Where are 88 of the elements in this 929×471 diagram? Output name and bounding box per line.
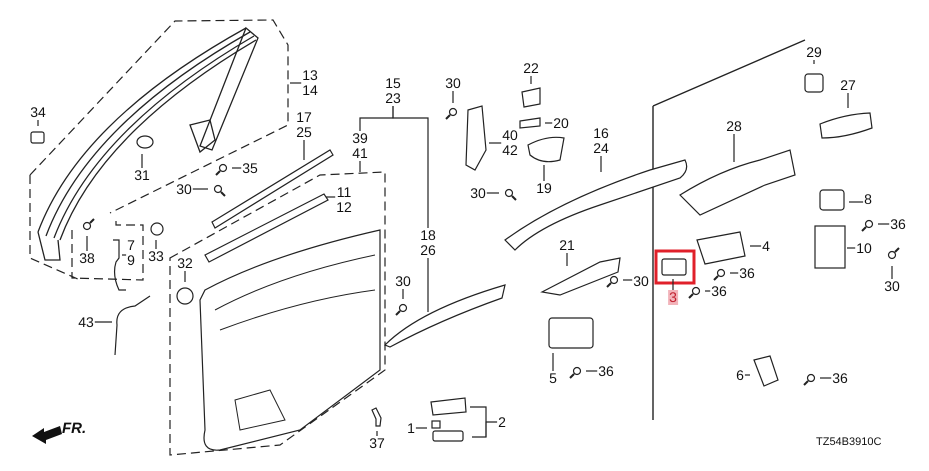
leader-line bbox=[545, 122, 552, 124]
leader-line bbox=[232, 167, 242, 169]
leader-line bbox=[878, 223, 890, 225]
leader-line bbox=[847, 93, 849, 108]
leader-line bbox=[730, 272, 738, 274]
callout-number: 30 bbox=[883, 279, 901, 294]
leader-line bbox=[623, 279, 632, 281]
callout-number: 21 bbox=[558, 238, 576, 253]
leader-line bbox=[489, 142, 502, 144]
callout-number: 37 bbox=[368, 436, 386, 451]
leader-line bbox=[486, 192, 499, 194]
callout-number: 30 bbox=[175, 182, 193, 197]
callout-number: 20 bbox=[552, 116, 570, 131]
leader-line bbox=[552, 353, 554, 371]
callout-number: 19 bbox=[535, 181, 553, 196]
leader-line bbox=[122, 254, 126, 256]
leader-line bbox=[37, 120, 39, 126]
leader-line bbox=[376, 431, 378, 436]
callout-number: 43 bbox=[77, 315, 95, 330]
callout-number: 36 bbox=[738, 266, 756, 281]
leader-line bbox=[472, 421, 498, 438]
leader-line bbox=[359, 161, 361, 172]
callout-number: 1 bbox=[406, 421, 416, 436]
leader-line bbox=[672, 279, 674, 290]
callout-number: 34 bbox=[29, 105, 47, 120]
direction-label: FR. bbox=[62, 420, 86, 437]
callout-number: 18 26 bbox=[419, 228, 437, 258]
callout-number: 29 bbox=[805, 45, 823, 60]
leader-line bbox=[543, 165, 545, 181]
leader-line bbox=[600, 156, 602, 172]
callout-number: 2 bbox=[497, 415, 507, 430]
callout-number: 5 bbox=[548, 371, 558, 386]
callout-number: 30 bbox=[632, 274, 650, 289]
leader-line bbox=[744, 374, 750, 376]
callout-number: 27 bbox=[839, 78, 857, 93]
leader-line bbox=[184, 271, 186, 282]
leader-line bbox=[891, 266, 893, 279]
leader-line bbox=[733, 134, 735, 162]
callout-number: 39 41 bbox=[351, 131, 369, 161]
callout-number: 35 bbox=[241, 161, 259, 176]
callout-number: 28 bbox=[725, 119, 743, 134]
leader-line bbox=[530, 76, 532, 84]
callout-number: 33 bbox=[147, 249, 165, 264]
callout-number: 36 bbox=[710, 284, 728, 299]
leader-line bbox=[750, 245, 762, 247]
callout-number: 32 bbox=[176, 256, 194, 271]
leader-line bbox=[586, 370, 598, 372]
leader-line bbox=[427, 258, 429, 312]
callout-number: 4 bbox=[761, 239, 771, 254]
leader-line bbox=[820, 377, 832, 379]
callout-number: 30 bbox=[469, 186, 487, 201]
callout-number: 36 bbox=[831, 371, 849, 386]
leader-line bbox=[813, 60, 815, 64]
callout-number: 11 12 bbox=[335, 185, 353, 215]
callout-number: 3 bbox=[668, 290, 678, 305]
callout-number: 13 14 bbox=[301, 68, 319, 98]
callout-number: 7 9 bbox=[126, 238, 136, 268]
leader-line bbox=[303, 140, 305, 160]
drawing-code: TZ54B3910C bbox=[816, 436, 882, 448]
callout-number: 17 25 bbox=[295, 110, 313, 140]
leader-line bbox=[392, 106, 429, 228]
callout-number: 22 bbox=[522, 61, 540, 76]
leader-line bbox=[402, 289, 404, 299]
leader-line bbox=[452, 91, 454, 103]
callout-number: 36 bbox=[597, 364, 615, 379]
leader-line bbox=[326, 196, 336, 198]
callout-number: 8 bbox=[863, 192, 873, 207]
callout-number: 38 bbox=[78, 251, 96, 266]
leader-line bbox=[290, 82, 302, 84]
callout-number: 16 24 bbox=[592, 126, 610, 156]
callout-number: 6 bbox=[735, 368, 745, 383]
leader-line bbox=[192, 188, 208, 190]
callout-number: 30 bbox=[394, 274, 412, 289]
leader-line bbox=[705, 290, 710, 292]
leader-line bbox=[566, 253, 568, 266]
leader-line bbox=[849, 201, 864, 203]
callout-number: 40 42 bbox=[501, 128, 519, 158]
leader-line bbox=[141, 154, 143, 168]
leader-line bbox=[94, 321, 112, 323]
callout-number: 15 23 bbox=[384, 76, 402, 106]
leader-line bbox=[86, 236, 88, 251]
callout-number: 31 bbox=[133, 168, 151, 183]
leader-line bbox=[155, 240, 157, 249]
leader-line bbox=[847, 247, 856, 249]
callout-number: 36 bbox=[889, 217, 907, 232]
callout-number: 10 bbox=[855, 241, 873, 256]
callout-number: 30 bbox=[444, 76, 462, 91]
leader-line bbox=[416, 427, 427, 429]
